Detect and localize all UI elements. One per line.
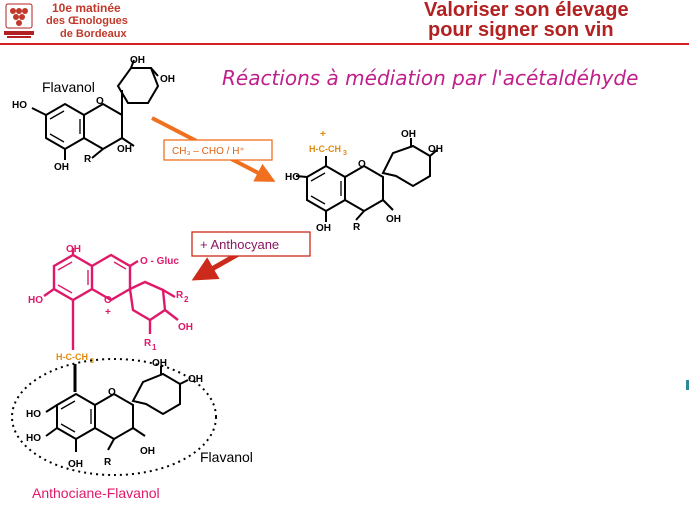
r-label: R (84, 154, 92, 165)
oh-label: OH (160, 74, 175, 85)
header-divider (0, 43, 689, 45)
anthocyane-label: + Anthocyane (200, 237, 279, 252)
ring-oxygen: O (104, 295, 112, 306)
flavanol-highlight-ellipse (11, 358, 217, 476)
title-line1: Valoriser son élevage (424, 0, 629, 21)
flavanol-bottom-molecule (45, 366, 189, 452)
slide-subtitle: Réactions à médiation par l'acétaldéhyde (222, 66, 639, 90)
oh-label: OH (386, 214, 401, 225)
title-line2: pour signer son vin (428, 19, 614, 41)
flavanol-label-top: Flavanol (42, 79, 95, 95)
flavanol-molecule (31, 59, 160, 160)
oh-label: OH (152, 358, 167, 369)
ethyl-sub: 3 (343, 150, 347, 157)
oh-label: OH (54, 162, 69, 173)
oh-label: OH (188, 374, 203, 385)
oh-label: OH (68, 459, 83, 470)
oh-label: HO (28, 295, 43, 306)
oh-label: HO (285, 172, 300, 183)
edge-marker (686, 380, 689, 390)
reagent-box (163, 139, 273, 161)
r2-sub: 2 (184, 295, 189, 304)
r1-sub: 1 (152, 343, 157, 352)
o-gluc-label: O - Gluc (140, 256, 179, 267)
ethyl-label: H-C-CH (309, 144, 341, 154)
oh-label: OH (316, 223, 331, 234)
carbocation-labels: + H-C-CH 3 O HO OH R OH OH OH (285, 129, 443, 234)
anthocyane-box (191, 231, 311, 257)
oh-label: OH (428, 144, 443, 155)
oh-label: OH (66, 244, 81, 255)
flavylium-plus: + (105, 307, 111, 318)
r2-label: R (176, 290, 184, 301)
oenologues-logo (2, 2, 36, 40)
event-line2: des Œnologues (46, 15, 128, 27)
cation-plus: + (320, 129, 326, 140)
anthocyanin-labels: OH O - Gluc O + HO R 2 OH R 1 (28, 244, 193, 352)
ring-oxygen: O (108, 387, 116, 398)
r1-label: R (144, 338, 152, 349)
header-bar: 10e matinée des Œnologues de Bordeaux Va… (0, 0, 689, 44)
flavanol-bottom-labels: O HO HO OH R OH OH OH (26, 358, 203, 470)
oh-label: OH (401, 129, 416, 140)
oh-label: OH (130, 55, 145, 66)
flavanol-label-bottom: Flavanol (200, 449, 253, 465)
oh-label: OH (117, 144, 132, 155)
oh-label: HO (12, 100, 27, 111)
oh-label: OH (178, 322, 193, 333)
ring-oxygen: O (96, 96, 104, 107)
flavanol-labels: Flavanol O HO OH R OH OH OH (12, 55, 175, 173)
oh-label: OH (140, 446, 155, 457)
event-line1: 10e matinée (52, 1, 121, 15)
slide-header-title: Valoriser son élevage pour signer son vi… (424, 0, 629, 40)
ring-oxygen: O (358, 159, 366, 170)
bridge-sub: 3 (90, 358, 94, 365)
r-label: R (104, 457, 112, 468)
event-line3: de Bordeaux (60, 28, 127, 40)
r-label: R (353, 222, 361, 233)
reagent-label: CH₃ – CHO / H⁺ (172, 146, 245, 157)
anthocyanin-unit (43, 248, 179, 334)
oh-label: HO (26, 433, 41, 444)
carbocation-intermediate (295, 138, 438, 222)
oh-label: HO (26, 409, 41, 420)
product-label: Anthociane-Flavanol (32, 485, 160, 501)
bridge-label: H-C-CH (56, 352, 88, 362)
